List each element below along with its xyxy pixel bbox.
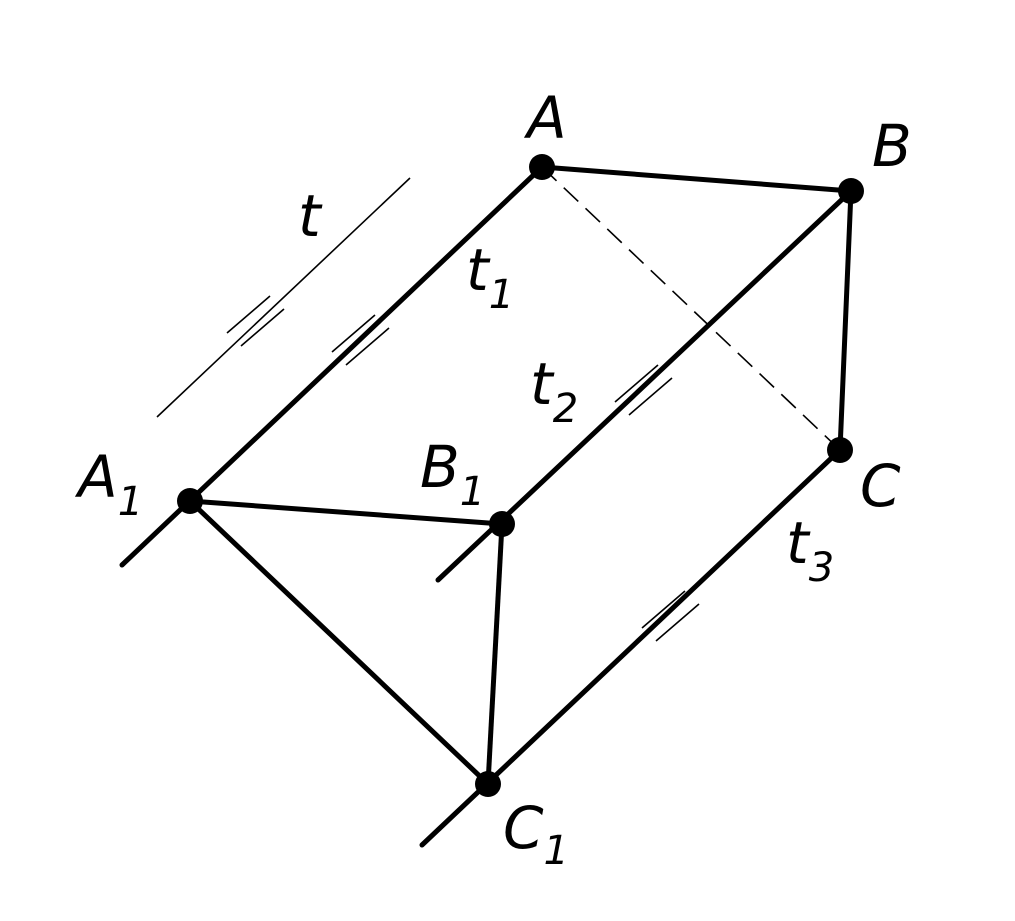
label-A: A [523, 84, 567, 152]
edge-BC [837, 188, 854, 453]
label-t2-base: t [530, 350, 555, 418]
edge-AC-hidden [541, 166, 841, 451]
label-t: t [298, 182, 323, 250]
edge-A1B1 [187, 498, 505, 527]
label-t2-sub: 2 [553, 386, 578, 432]
label-A1-base: A [74, 443, 118, 511]
point-A1 [177, 488, 203, 514]
point-C1 [475, 771, 501, 797]
label-B1-base: B [420, 433, 460, 501]
label-t1: t1 [466, 236, 514, 318]
tick-t1-2 [345, 327, 390, 366]
label-C: C [860, 452, 901, 520]
tick-t3-1 [641, 590, 686, 629]
label-t3-base: t [786, 509, 811, 577]
label-B: B [872, 112, 912, 180]
label-t3-sub: 3 [809, 545, 834, 591]
tick-t2-1 [614, 364, 659, 403]
label-t1-sub: 1 [489, 272, 514, 318]
label-B1-sub: 1 [460, 469, 485, 515]
label-A1-sub: 1 [118, 479, 143, 525]
label-C1: C1 [503, 794, 569, 874]
tick-t1-1 [331, 314, 376, 353]
edge-B1C1 [485, 521, 505, 787]
point-B [838, 178, 864, 204]
label-t2: t2 [530, 350, 578, 432]
point-A [529, 154, 555, 180]
label-C1-sub: 1 [544, 828, 569, 874]
edge-A1C1 [187, 498, 491, 787]
label-t1-base: t [466, 236, 491, 304]
label-t3: t3 [786, 509, 834, 591]
label-A1: A1 [74, 443, 143, 525]
tick-t-1 [226, 295, 271, 334]
edge-AB [539, 164, 854, 194]
tick-t3-2 [655, 603, 700, 642]
label-B1: B1 [420, 433, 485, 515]
line-t [156, 177, 411, 418]
tick-t2-2 [628, 377, 673, 416]
point-B1 [489, 511, 515, 537]
label-C1-base: C [503, 794, 544, 862]
point-C [827, 437, 853, 463]
tick-t-2 [240, 308, 285, 347]
